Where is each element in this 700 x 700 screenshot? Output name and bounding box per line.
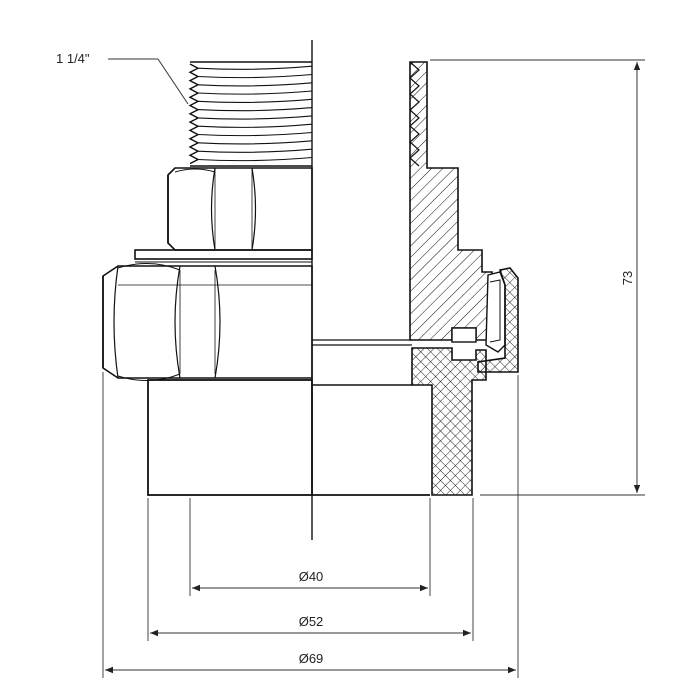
thread-crest-line (197, 65, 313, 70)
thread-crest-line (197, 156, 313, 162)
thread-leader: 1 1/4" (56, 51, 189, 105)
thread-crest-line (197, 73, 313, 79)
diameter-52-dimension: Ø52 (150, 614, 471, 637)
diameter-69-value: Ø69 (299, 651, 324, 666)
diameter-40-value: Ø40 (299, 569, 324, 584)
union-nut (102, 262, 313, 382)
brass-insert-section (409, 61, 493, 341)
height-dimension: 73 (430, 59, 645, 496)
thread-crest-line (197, 107, 313, 112)
socket-body (147, 379, 313, 496)
diameter-52-value: Ø52 (299, 614, 324, 629)
socket-section (411, 347, 487, 496)
height-value: 73 (620, 271, 635, 285)
thread-crest-line (197, 98, 313, 103)
thread-crest-line (197, 148, 313, 153)
o-ring-gasket (485, 271, 506, 353)
thread-crest-line (197, 90, 313, 95)
thread-crest-line (197, 131, 313, 137)
diameter-69-dimension: Ø69 (105, 651, 516, 674)
key-block (451, 327, 477, 343)
section-view (312, 61, 519, 496)
thread-size-label: 1 1/4" (56, 51, 90, 66)
thread-crest-line (197, 82, 313, 87)
thread-section (188, 61, 313, 167)
thread-crest-line (197, 140, 313, 145)
thread-crest-line (197, 115, 313, 120)
exterior-view (102, 61, 313, 496)
thread-crest-line (197, 123, 313, 128)
small-hex-nut (167, 167, 313, 251)
washer-ring (134, 249, 313, 263)
diameter-40-dimension: Ø40 (192, 569, 428, 592)
dimension-annotations: 1 1/4" 73 Ø40 Ø52 Ø69 (56, 51, 645, 678)
